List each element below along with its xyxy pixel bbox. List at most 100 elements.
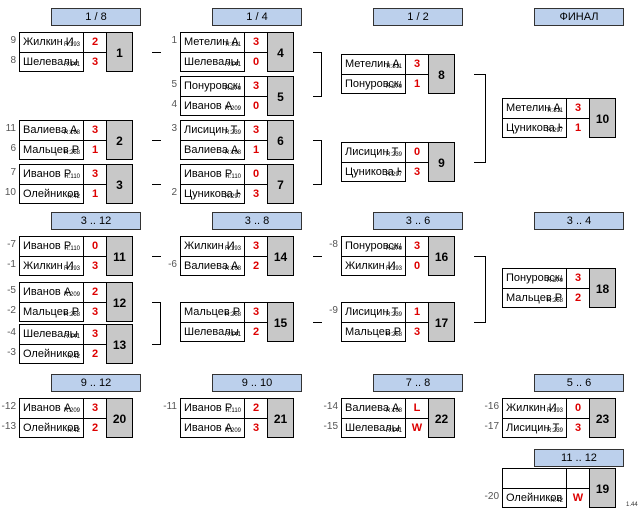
player-row[interactable]	[503, 469, 589, 489]
header-9-12: 9 .. 12	[51, 374, 141, 392]
player-rating: R:270	[224, 86, 241, 92]
player-score: 3	[244, 185, 267, 204]
player-row[interactable]: Олейников АR:422	[20, 345, 106, 364]
player-score: 2	[566, 289, 589, 308]
player-row[interactable]: Олейников АR:42W	[503, 489, 589, 508]
player-score	[566, 469, 589, 488]
player-row[interactable]: Олейников АR:421	[20, 185, 106, 204]
player-rating: R:168	[224, 266, 241, 272]
seed-label: -13	[1, 421, 16, 432]
player-rating: R:239	[546, 428, 563, 434]
player-score: 0	[83, 237, 106, 256]
player-score: 0	[405, 257, 428, 276]
match-number: 4	[267, 32, 294, 72]
player-name: Лисицин Т	[345, 146, 399, 158]
player-score: 0	[244, 165, 267, 184]
player-score: W	[405, 419, 428, 438]
player-rating: R:193	[385, 266, 402, 272]
connector-line	[313, 52, 322, 53]
player-name: Мальцев Р	[184, 306, 240, 318]
connector-line	[474, 322, 486, 323]
player-name: Жилкин И	[184, 240, 235, 252]
seed-label: 5	[171, 79, 177, 90]
player-rating: R:193	[63, 266, 80, 272]
connector-line	[160, 302, 161, 345]
player-rating: R:110	[64, 174, 80, 180]
player-row[interactable]: Олейников АR:422	[20, 419, 106, 438]
connector-line	[474, 162, 486, 163]
player-rating: R:268	[224, 312, 241, 318]
player-rating: R:110	[225, 174, 241, 180]
